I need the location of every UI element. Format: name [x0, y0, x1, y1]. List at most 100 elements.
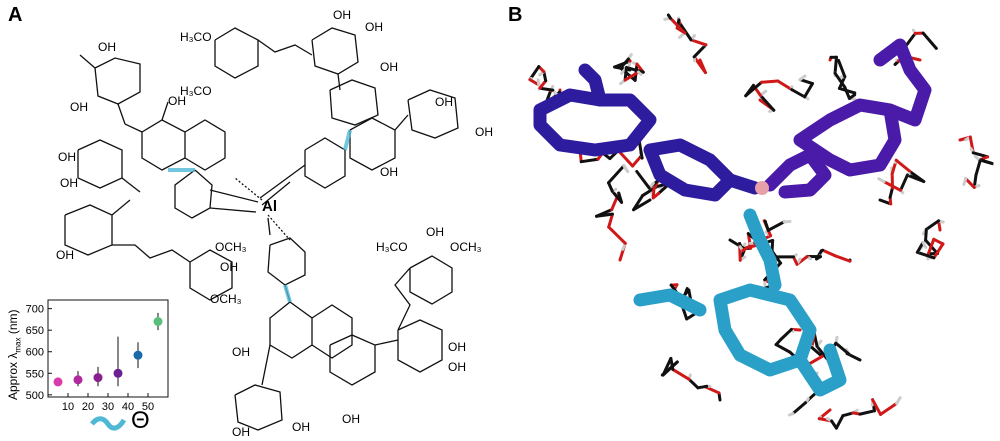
bond-stick — [806, 354, 824, 366]
bond-stick — [595, 208, 614, 218]
hydrogen-stick — [536, 78, 541, 87]
bond-stick — [905, 173, 926, 184]
bond-stick — [834, 414, 845, 430]
bond-stick — [666, 13, 672, 20]
aluminum-atom — [755, 181, 769, 195]
x-tick-label: 20 — [82, 401, 94, 413]
bond-stick — [888, 186, 894, 199]
bond-stick — [834, 341, 851, 356]
bond-stick — [899, 173, 909, 192]
bond-stick — [681, 305, 689, 321]
x-tick-label: 40 — [122, 401, 134, 413]
oh-label-10: OH — [380, 60, 398, 74]
bond-stick — [974, 159, 982, 177]
bond-stick — [878, 198, 893, 206]
oh-label-5: OH — [60, 176, 78, 190]
bond-stick — [678, 21, 693, 42]
panel-label-b: B — [508, 4, 523, 26]
h3co-label-right: H₃CO — [376, 240, 408, 254]
bond-stick — [798, 78, 814, 86]
bond-stick — [776, 79, 794, 92]
oh-label-9: OH — [365, 20, 383, 34]
oh-label-16: OH — [448, 340, 466, 354]
hydrogen-stick — [895, 396, 902, 405]
bond-stick — [538, 79, 548, 90]
bond-stick — [579, 157, 600, 164]
oh-label-8: OH — [333, 8, 351, 22]
bond-stick — [687, 377, 700, 390]
data-point — [113, 368, 123, 378]
bond-stick — [538, 86, 555, 92]
bond-stick — [607, 164, 626, 185]
bond-stick — [837, 58, 847, 79]
y-tick-label: 650 — [26, 325, 44, 337]
data-point — [73, 375, 83, 385]
och3-label-left2: OCH₃ — [210, 292, 242, 306]
bond-stick — [815, 344, 829, 360]
bond-stick — [879, 401, 899, 416]
oh-label-13: OH — [380, 165, 398, 179]
purple-ligand-upper — [873, 38, 932, 127]
bond-stick — [926, 237, 936, 256]
bond-stick — [790, 88, 807, 99]
blue-ligand-arm — [578, 63, 607, 107]
bond-stick — [607, 212, 615, 229]
bond-stick — [882, 180, 903, 192]
structure-bonds — [64, 27, 459, 431]
bond-stick — [763, 219, 770, 232]
x-tick-label: 30 — [102, 401, 114, 413]
bond-stick — [759, 79, 780, 84]
cyan-ligand-arm — [633, 288, 707, 317]
oh-label-17: OH — [448, 360, 466, 374]
y-tick-label: 550 — [26, 368, 44, 380]
oh-label-3: OH — [70, 100, 88, 114]
purple-ligand-ring — [793, 98, 902, 177]
bond-stick — [871, 398, 883, 416]
hydrogen-stick — [637, 70, 643, 76]
hydrogen-stick — [787, 412, 795, 417]
oh-label-14: OH — [426, 225, 444, 239]
bond-stick — [744, 80, 763, 98]
aluminum-label: Al — [262, 198, 277, 215]
bond-stick — [791, 401, 807, 416]
x-tick-label: 50 — [142, 401, 154, 413]
oh-label-11: OH — [435, 95, 453, 109]
blue-ligand-link — [723, 173, 762, 195]
hydrogen-stick — [622, 164, 630, 174]
oh-label-12: OH — [475, 125, 493, 139]
cyan-ligand-tail — [793, 343, 847, 397]
y-tick-label: 600 — [26, 347, 44, 359]
bond-stick — [932, 237, 945, 246]
bond-stick — [660, 360, 679, 377]
cyan-ligand-stem — [743, 208, 782, 292]
bond-stick — [833, 71, 847, 89]
bond-stick — [623, 65, 629, 82]
oh-label-2: OH — [98, 40, 116, 54]
bond-stick — [766, 220, 786, 232]
data-point — [133, 350, 143, 360]
bond-stick — [668, 16, 687, 35]
och3-label-left: OCH₃ — [215, 240, 247, 254]
bond-stick — [770, 238, 775, 253]
ligand-tubes — [533, 38, 932, 397]
data-point — [53, 377, 63, 387]
bond-stick — [810, 345, 824, 358]
bond-stick — [619, 57, 630, 70]
bond-stick — [632, 194, 645, 212]
hydrogen-stick — [877, 177, 886, 184]
x-axis-symbol: Θ — [131, 407, 150, 434]
y-axis-label: Approx λmax (nm) — [6, 309, 23, 400]
purple-ligand-phenyl — [763, 148, 832, 199]
bond-stick — [803, 82, 814, 99]
bond-stick — [610, 189, 624, 204]
oh-label-15: OH — [232, 345, 250, 359]
bond-stick — [637, 139, 644, 160]
bond-stick — [774, 343, 792, 354]
h3co-label-top: H₃CO — [180, 30, 212, 44]
y-tick-label: 700 — [26, 304, 44, 316]
molecular-model-render — [528, 13, 995, 430]
oh-label-18: OH — [342, 412, 360, 426]
panel-label-a: A — [8, 4, 23, 26]
bond-stick — [758, 93, 776, 112]
oh-label-19: OH — [292, 420, 310, 434]
